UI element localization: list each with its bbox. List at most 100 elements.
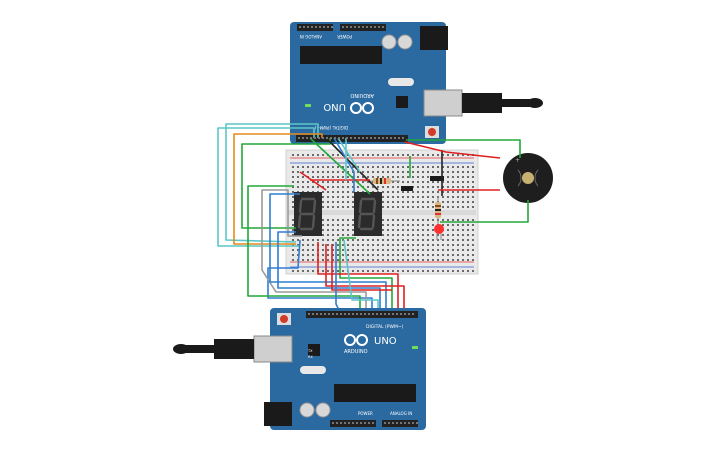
breadboard-hole — [382, 229, 384, 231]
breadboard-hole — [407, 259, 409, 261]
breadboard-hole — [452, 196, 454, 198]
seven-segment-display-right[interactable] — [354, 192, 382, 236]
seven-segment-display-left[interactable] — [294, 192, 322, 236]
breadboard-hole — [447, 270, 449, 272]
wire-blue-down-2[interactable] — [277, 231, 381, 312]
breadboard-hole — [442, 191, 444, 193]
breadboard-hole — [322, 154, 324, 156]
breadboard-hole — [292, 224, 294, 226]
wire-red-down-3[interactable] — [331, 244, 392, 291]
header-pin — [312, 313, 314, 315]
wire-teal-3[interactable] — [337, 137, 361, 173]
breadboard-hole — [467, 196, 469, 198]
breadboard-hole — [312, 259, 314, 261]
header-pin — [310, 137, 312, 139]
breadboard-hole — [467, 234, 469, 236]
breadboard-hole — [452, 191, 454, 193]
breadboard-hole — [427, 249, 429, 251]
header-pin — [303, 26, 305, 28]
breadboard-hole — [432, 244, 434, 246]
breadboard-hole — [397, 166, 399, 168]
breadboard-hole — [302, 270, 304, 272]
resistor-vertical[interactable] — [435, 196, 441, 226]
header-pin — [396, 313, 398, 315]
wire-green-buzzer-2[interactable] — [440, 200, 529, 223]
breadboard-hole — [297, 171, 299, 173]
header-pin — [356, 422, 358, 424]
breadboard-hole — [332, 171, 334, 173]
breadboard-hole — [422, 234, 424, 236]
breadboard-hole — [417, 229, 419, 231]
breadboard-hole — [447, 239, 449, 241]
breadboard-hole — [307, 270, 309, 272]
breadboard-hole — [317, 239, 319, 241]
breadboard-hole — [457, 239, 459, 241]
breadboard-hole — [332, 234, 334, 236]
breadboard-hole — [432, 154, 434, 156]
breadboard-hole — [427, 270, 429, 272]
breadboard-hole — [407, 224, 409, 226]
wire-green-2[interactable] — [309, 137, 371, 195]
breadboard-hole — [437, 270, 439, 272]
header-pin — [342, 137, 344, 139]
header-pin — [368, 422, 370, 424]
breadboard-hole — [292, 219, 294, 221]
wire-teal-2[interactable] — [217, 127, 315, 247]
wire-green-buzzer[interactable] — [406, 139, 521, 158]
breadboard-hole — [392, 219, 394, 221]
red-led[interactable] — [434, 224, 444, 240]
breadboard-hole — [312, 249, 314, 251]
wire-teal-1[interactable] — [225, 123, 319, 243]
breadboard-hole — [442, 154, 444, 156]
breadboard-hole — [472, 186, 474, 188]
wire-red-4[interactable] — [299, 171, 327, 191]
breadboard-hole — [457, 166, 459, 168]
breadboard-hole — [422, 181, 424, 183]
breadboard-hole — [352, 206, 354, 208]
wire-blue-1[interactable] — [333, 137, 355, 192]
breadboard-hole — [397, 224, 399, 226]
breadboard-hole — [337, 224, 339, 226]
wire-teal-down[interactable] — [343, 239, 379, 312]
breadboard-hole — [427, 259, 429, 261]
wire-orange-1[interactable] — [233, 133, 323, 245]
piezo-buzzer[interactable]: + — [503, 153, 553, 203]
bottom-logo-infinity-right — [356, 334, 368, 346]
breadboard-component-1[interactable] — [401, 186, 413, 191]
bottom-arduino-board[interactable]: UNO ARDUINO DIGITAL (PWM~) POWER ANALOG … — [173, 308, 426, 430]
breadboard-hole — [412, 219, 414, 221]
breadboard-hole — [337, 201, 339, 203]
breadboard-hole — [462, 239, 464, 241]
breadboard-hole — [462, 181, 464, 183]
breadboard-hole — [452, 239, 454, 241]
wire-green-down-1[interactable] — [247, 185, 361, 312]
bottom-reset-button-cap — [280, 315, 288, 323]
wire-black-1[interactable] — [325, 137, 379, 191]
breadboard-hole — [352, 224, 354, 226]
header-pin — [378, 137, 380, 139]
breadboard-hole — [462, 234, 464, 236]
breadboard-hole — [452, 229, 454, 231]
breadboard-hole — [377, 259, 379, 261]
breadboard-hole — [472, 166, 474, 168]
wire-blue-down-3[interactable] — [269, 193, 387, 312]
breadboard-hole — [317, 181, 319, 183]
breadboard-hole — [422, 259, 424, 261]
top-arduino-board[interactable]: UNO ARDUINO DIGITAL (PWM~) POWER ANALOG … — [290, 22, 543, 144]
breadboard-component-2[interactable] — [430, 176, 444, 181]
breadboard-hole — [292, 181, 294, 183]
header-pin — [372, 422, 374, 424]
wire-red-buzzer[interactable] — [404, 141, 501, 159]
breadboard-hole — [432, 191, 434, 193]
breadboard-hole — [332, 229, 334, 231]
breadboard-hole — [292, 249, 294, 251]
wire-red-down-1[interactable] — [317, 242, 399, 312]
breadboard-hole — [427, 166, 429, 168]
breadboard-hole — [362, 270, 364, 272]
wire-red-down-2[interactable] — [325, 244, 405, 312]
header-pin — [362, 26, 364, 28]
breadboard-hole — [292, 229, 294, 231]
header-pin — [408, 422, 410, 424]
breadboard-hole — [452, 249, 454, 251]
breadboard-hole — [387, 249, 389, 251]
